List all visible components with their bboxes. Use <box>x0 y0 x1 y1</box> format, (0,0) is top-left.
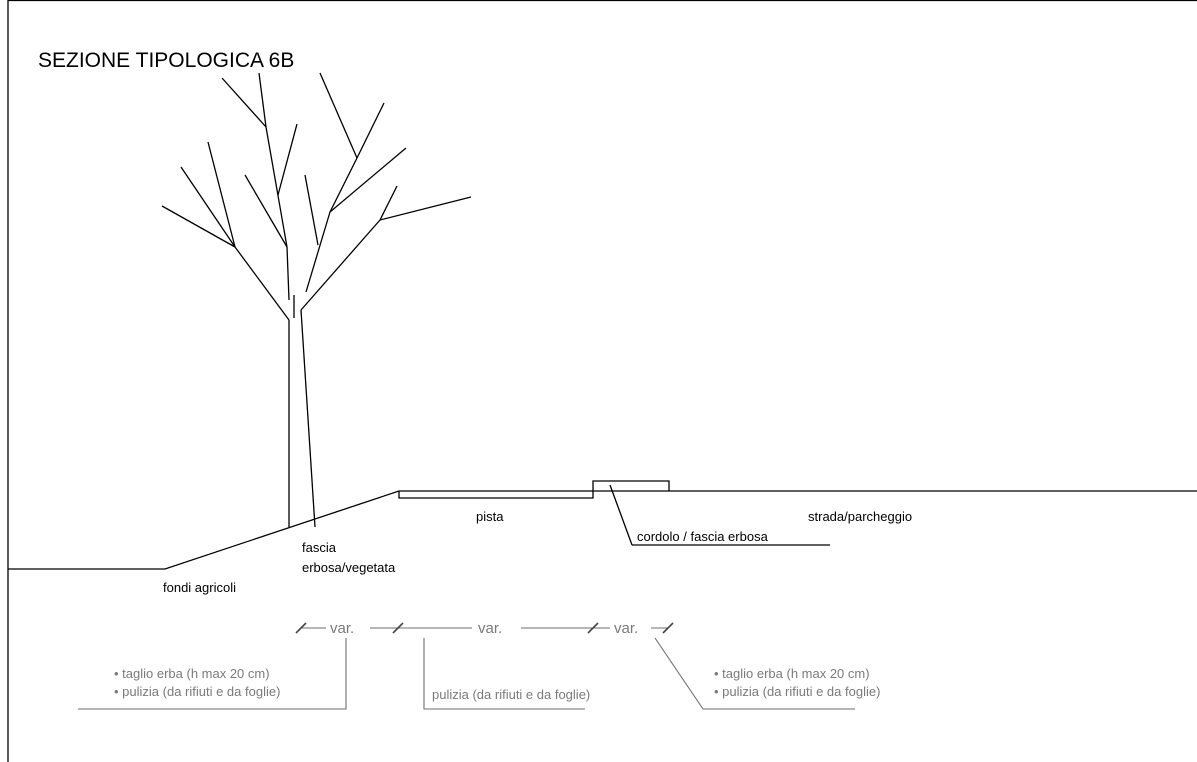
dimension-var-1: var. <box>330 620 354 637</box>
dimension-var-2: var. <box>478 620 502 637</box>
label-erbosa-vegetata: erbosa/vegetata <box>302 560 396 575</box>
label-cordolo: cordolo / fascia erbosa <box>637 529 769 544</box>
dimension-var-3: var. <box>614 620 638 637</box>
note-left-taglio-erba: • taglio erba (h max 20 cm) <box>114 666 270 681</box>
label-fascia: fascia <box>302 540 337 555</box>
note-right-pulizia: • pulizia (da rifiuti e da foglie) <box>714 684 880 699</box>
note-leaders <box>78 637 855 710</box>
note-left-pulizia: • pulizia (da rifiuti e da foglie) <box>114 684 280 699</box>
ground-profile <box>8 480 1197 570</box>
section-title: SEZIONE TIPOLOGICA 6B <box>38 49 294 72</box>
dimension-line <box>295 622 674 634</box>
dimension-tick <box>392 622 404 634</box>
dimension-tick <box>662 622 674 634</box>
frame-border <box>7 0 1197 762</box>
label-fondi-agricoli: fondi agricoli <box>163 580 236 595</box>
note-right-taglio-erba: • taglio erba (h max 20 cm) <box>714 666 870 681</box>
dimension-tick <box>295 622 307 634</box>
note-middle-pulizia: pulizia (da rifiuti e da foglie) <box>432 687 590 702</box>
tree-drawing <box>161 72 472 528</box>
label-pista: pista <box>476 509 504 524</box>
dimension-tick <box>587 622 599 634</box>
label-strada-parcheggio: strada/parcheggio <box>808 509 912 524</box>
